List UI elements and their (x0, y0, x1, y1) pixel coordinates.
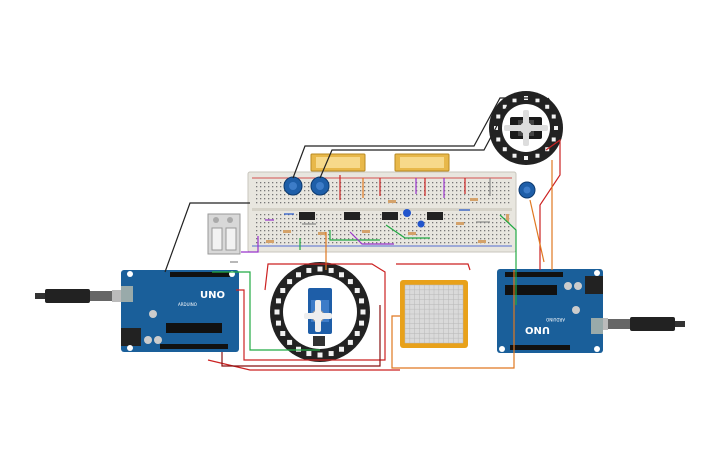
neopixel-led (274, 309, 280, 315)
neopixel-led (306, 267, 312, 273)
neopixel-led (296, 272, 301, 278)
ic-chip-4 (427, 212, 443, 220)
ic-chip-1 (299, 212, 315, 220)
neopixel-led (347, 339, 353, 345)
neopixel-led (545, 104, 550, 109)
neopixel-led (551, 114, 556, 119)
neopixel-led (512, 153, 517, 158)
neopixel-led (535, 153, 540, 158)
neopixel-led (496, 137, 501, 142)
neopixel-led (280, 288, 286, 293)
switch-module[interactable] (207, 213, 241, 255)
capacitor (403, 209, 411, 217)
usb-cable-right (593, 317, 685, 331)
neopixel-led (339, 346, 344, 352)
neopixel-led (496, 114, 501, 119)
usb-cable-left (35, 289, 127, 303)
servo-top[interactable] (504, 110, 548, 146)
board-brand-text: ARDUINO (178, 302, 197, 307)
potentiometer-2[interactable] (310, 176, 330, 196)
wires (164, 97, 561, 371)
neopixel-led (347, 279, 353, 285)
servo-center[interactable] (304, 288, 332, 346)
neopixel-led (339, 272, 344, 278)
neopixel-led (354, 288, 360, 293)
lcd-display-1 (310, 153, 366, 172)
neopixel-led (359, 298, 365, 304)
neopixel-led (554, 126, 558, 130)
potentiometer-3[interactable] (518, 181, 536, 199)
neopixel-led (512, 98, 517, 103)
neopixel-led (328, 351, 334, 357)
neopixel-led (275, 298, 281, 304)
neopixel-led (296, 346, 301, 352)
neopixel-led (287, 279, 293, 285)
arduino-uno-right[interactable]: UNO ARDUINO (497, 269, 603, 353)
neopixel-led (359, 320, 365, 326)
ic-chip-2 (344, 212, 360, 220)
neopixel-led (535, 98, 540, 103)
board-logo-text: UNO (525, 324, 550, 335)
neopixel-led (317, 266, 323, 272)
capacitor (417, 220, 425, 228)
resistors (266, 198, 509, 243)
neopixel-led (287, 339, 293, 345)
neopixel-led (317, 352, 323, 358)
neopixel-led (502, 104, 507, 109)
neopixel-led (354, 331, 360, 336)
neopixel-led (275, 320, 281, 326)
neopixel-led (306, 351, 312, 357)
neopixel-led (328, 267, 334, 273)
board-brand-text: ARDUINO (546, 317, 565, 322)
arduino-uno-left[interactable]: UNO ARDUINO (121, 270, 239, 352)
neopixel-led (360, 309, 366, 315)
neopixel-led (280, 331, 286, 336)
lcd-display-2 (394, 153, 450, 172)
neopixel-led (524, 156, 528, 160)
potentiometer-1[interactable] (283, 176, 303, 196)
neopixel-led (551, 137, 556, 142)
board-logo-text: UNO (200, 290, 225, 301)
neopixel-led (502, 147, 507, 152)
ic-chip-3 (382, 212, 398, 220)
touch-grid-panel[interactable] (400, 280, 468, 348)
